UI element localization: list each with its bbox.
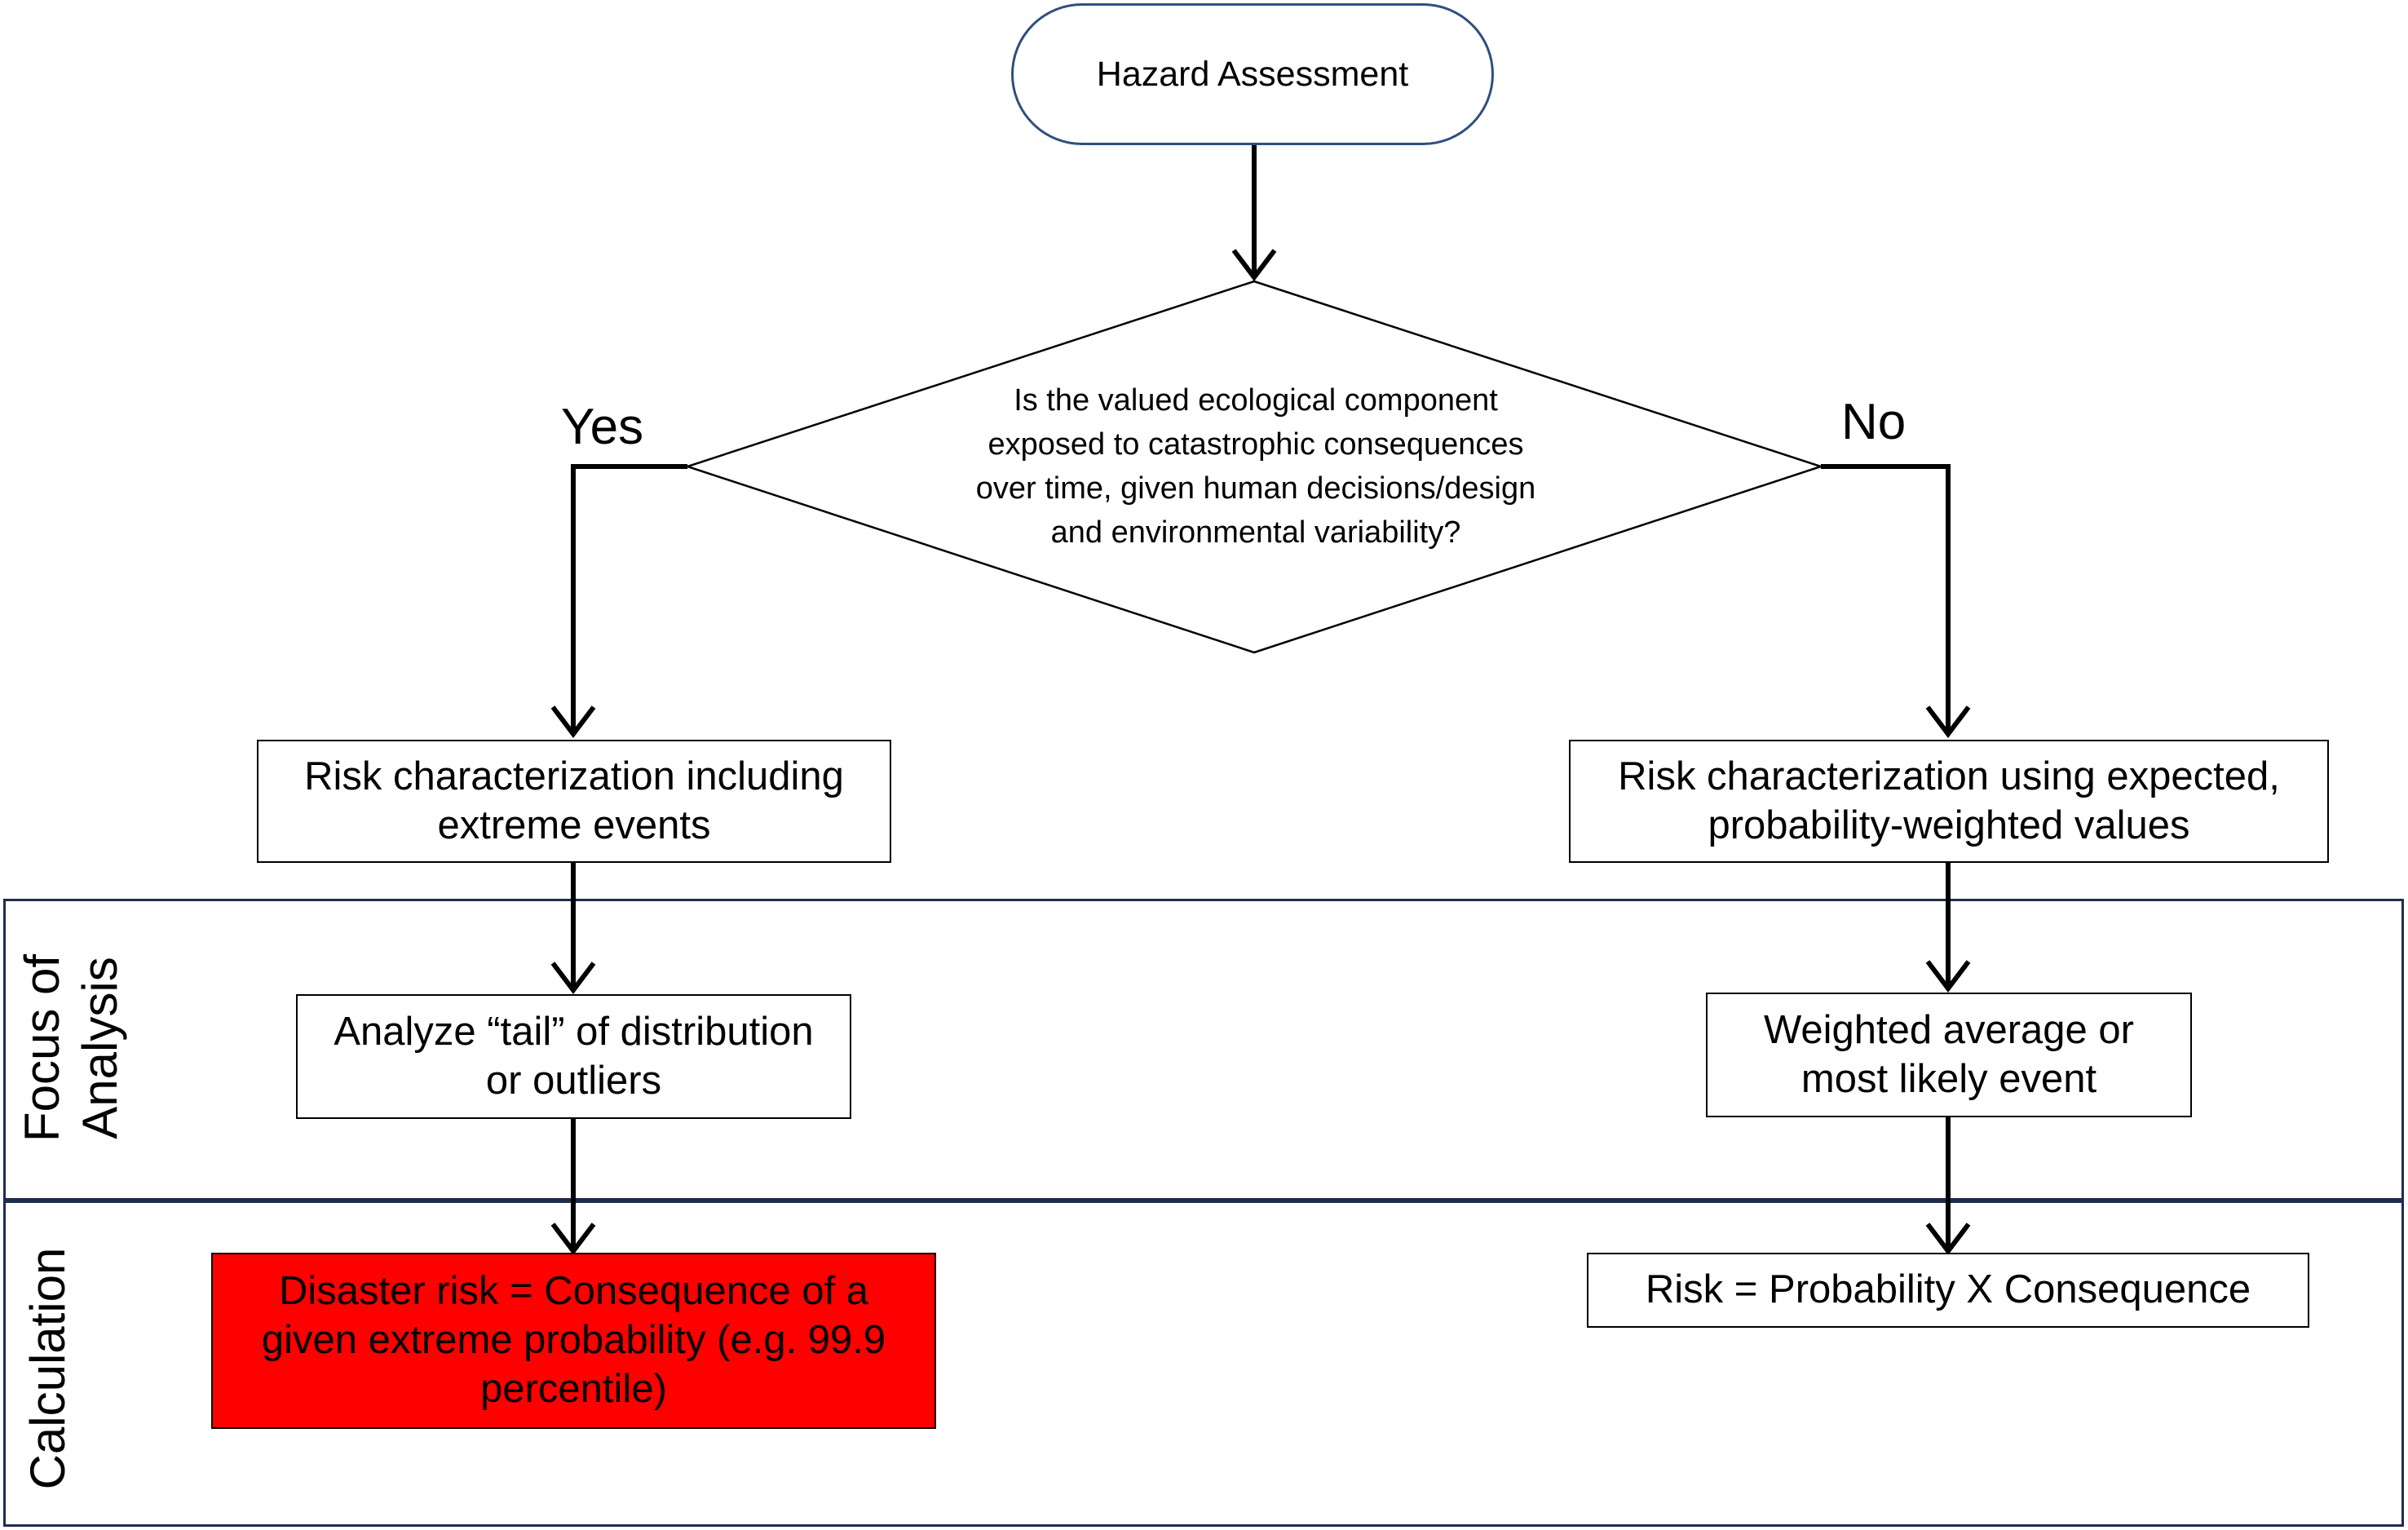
- left-calculation-box: Disaster risk = Consequence of a given e…: [211, 1253, 936, 1429]
- arrow-head-4: [550, 962, 596, 994]
- hazard-assessment-terminal: Hazard Assessment: [1011, 3, 1494, 145]
- arrow-head-5: [550, 1223, 596, 1255]
- left-characterization-box: Risk characterization including extreme …: [257, 740, 891, 863]
- right-calculation-box: Risk = Probability X Consequence: [1587, 1253, 2309, 1328]
- arrow-head-6: [1925, 960, 1971, 993]
- left-analysis-box: Analyze “tail” of distribution or outlie…: [296, 994, 851, 1119]
- decision-question: Is the valued ecological component expos…: [975, 383, 1536, 550]
- arrow-no-branch: [1821, 464, 1951, 734]
- calculation-band: [3, 1201, 2404, 1527]
- no-label: No: [1841, 394, 1907, 450]
- decision-diamond: [683, 280, 1825, 654]
- arrow-head-2: [550, 705, 596, 738]
- arrow-head-7: [1925, 1223, 1971, 1255]
- right-characterization-box: Risk characterization using expected, pr…: [1569, 740, 2329, 863]
- arrow-head-1: [1231, 249, 1277, 281]
- focus-of-analysis-band: [3, 899, 2404, 1201]
- right-analysis-box: Weighted average or most likely event: [1706, 993, 2192, 1117]
- arrow-yes-branch: [571, 464, 687, 734]
- arrow-head-3: [1925, 705, 1971, 738]
- yes-label: Yes: [561, 399, 644, 455]
